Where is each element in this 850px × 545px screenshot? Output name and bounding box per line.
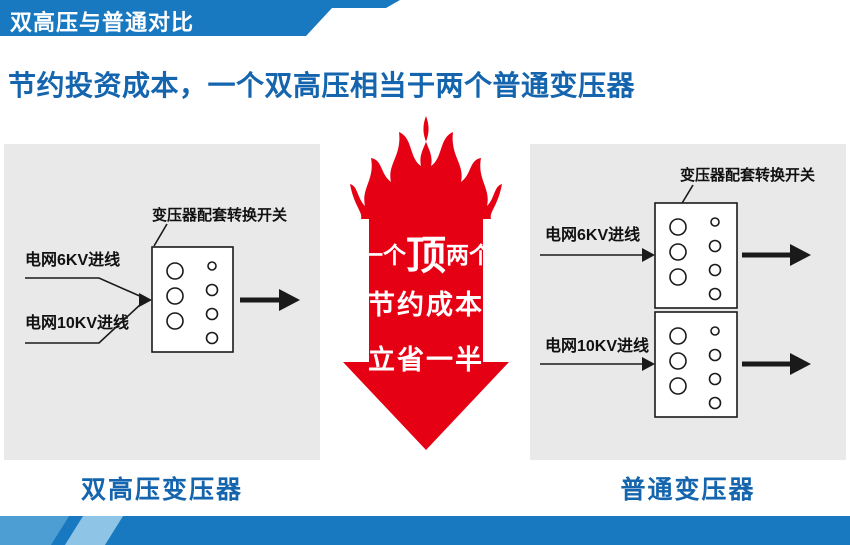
flame-arrow-graphic: 一个顶两个 节约成本 立省一半 [341, 114, 511, 454]
left-transformer-panel: 变压器配套转换开关 电网6KV进线 电网10KV进线 [4, 144, 320, 460]
slogan-line1-big: 顶 [406, 234, 446, 278]
slogan-line1-prefix: 一个 [360, 242, 406, 268]
footer-decor-stripe [0, 516, 70, 545]
down-arrow-body [343, 214, 509, 450]
winding-circle [205, 283, 219, 297]
left-output-arrowhead [279, 289, 300, 311]
page-title: 双高压与普通对比 [10, 10, 195, 35]
winding-circle [708, 348, 722, 362]
headline-text: 节约投资成本，一个双高压相当于两个普通变压器 [8, 70, 636, 101]
right-input1-arrowhead [642, 248, 655, 262]
winding-circle [708, 263, 722, 277]
right-input2-label: 电网10KV进线 [545, 336, 649, 355]
right-transformer1-body [654, 202, 738, 309]
winding-circle [669, 377, 687, 395]
right-transformer-diagram: 变压器配套转换开关 电网6KV进线 [540, 166, 815, 418]
winding-circle [166, 262, 184, 280]
left-input2-label: 电网10KV进线 [25, 313, 129, 332]
footer-bar [0, 516, 850, 545]
right-switch-label: 变压器配套转换开关 [680, 166, 815, 184]
winding-circle [207, 261, 217, 271]
winding-circle [166, 312, 184, 330]
winding-circle [166, 287, 184, 305]
left-input1-line [25, 277, 143, 298]
left-transformer-body [151, 246, 234, 353]
flame-icon [350, 116, 502, 219]
right-transformer2-body [654, 311, 738, 418]
flame-arrow-shape [343, 116, 509, 450]
right-output2-arrowhead [790, 353, 811, 375]
winding-circle [708, 372, 722, 386]
header-bar: 双高压与普通对比 [0, 0, 850, 36]
left-input1-label: 电网6KV进线 [25, 250, 120, 269]
right-input1-label: 电网6KV进线 [545, 225, 640, 244]
winding-circle [710, 217, 720, 227]
left-switch-leader-line [153, 223, 168, 247]
slogan-line2: 节约成本 [368, 290, 484, 320]
winding-circle [205, 307, 219, 321]
left-input2-line [25, 302, 143, 344]
winding-circle [205, 331, 219, 345]
footer-decor-stripe [64, 516, 124, 545]
left-transformer-diagram: 变压器配套转换开关 电网6KV进线 电网10KV进线 [25, 206, 300, 353]
right-output1-arrowhead [790, 244, 811, 266]
slogan-line3: 立省一半 [368, 345, 484, 375]
winding-circle [708, 396, 722, 410]
winding-circle [708, 239, 722, 253]
left-caption: 双高压变压器 [80, 476, 243, 504]
right-caption: 普通变压器 [620, 476, 756, 504]
winding-circle [669, 327, 687, 345]
winding-circle [669, 268, 687, 286]
winding-circle [710, 326, 720, 336]
header-blue-ribbon: 双高压与普通对比 [0, 0, 400, 36]
left-input-arrowhead [139, 293, 152, 307]
left-switch-label: 变压器配套转换开关 [152, 206, 287, 224]
winding-circle [708, 287, 722, 301]
right-input2-arrowhead [642, 357, 655, 371]
winding-circle [669, 243, 687, 261]
winding-circle [669, 218, 687, 236]
winding-circle [669, 352, 687, 370]
slogan-line1: 一个顶两个 [341, 236, 511, 276]
slogan-line1-suffix: 两个 [446, 242, 492, 268]
right-transformer-panel: 变压器配套转换开关 电网6KV进线 [530, 144, 846, 460]
